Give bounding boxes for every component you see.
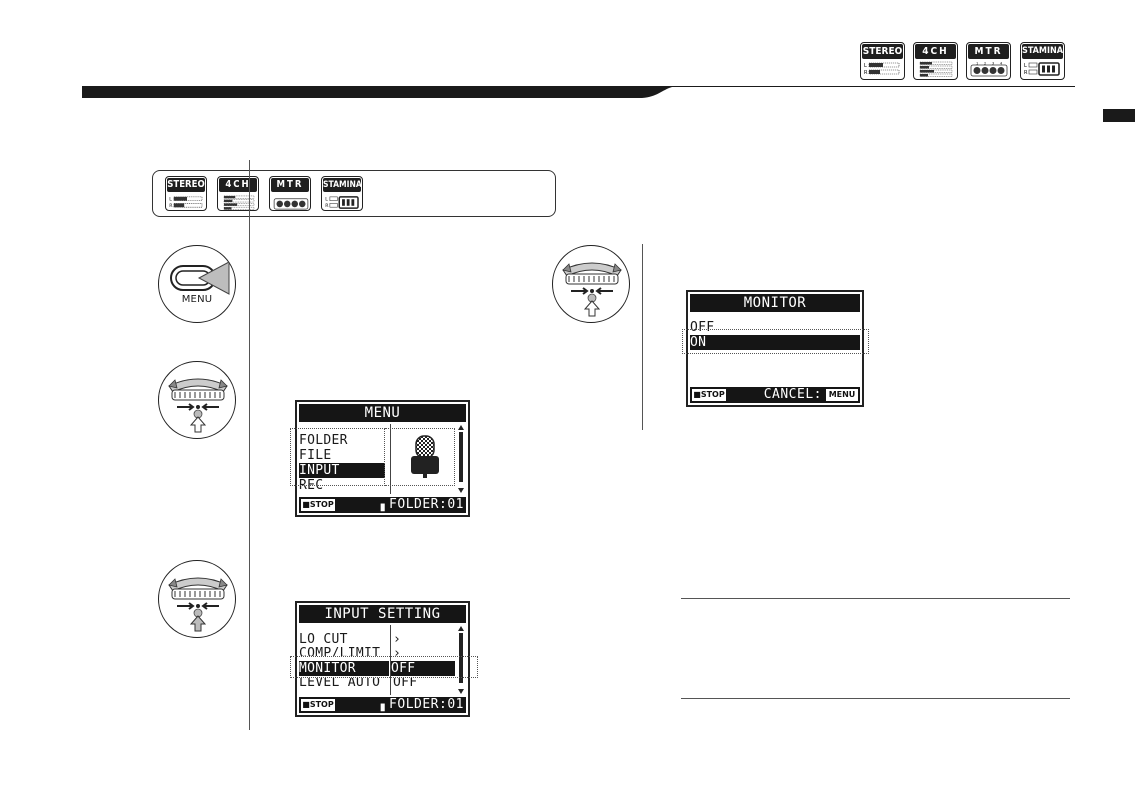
folder-indicator: ▖FOLDER:01 (380, 697, 464, 712)
badge-label: 4CH (915, 44, 956, 59)
svg-text:1: 1 (976, 62, 978, 66)
dial-turn-icon (168, 378, 228, 433)
chapter-tab (1103, 109, 1135, 122)
menu-item-input[interactable]: INPUT (299, 463, 385, 478)
input-item-lo-cut-value: › (393, 632, 402, 647)
badge-label: STAMINA (323, 178, 362, 192)
lcd-title: MONITOR (690, 294, 860, 312)
stop-indicator: ■STOP (301, 699, 335, 711)
selection-highlight (290, 656, 478, 678)
lcd-monitor-screen: MONITOR OFF ON ■STOP CANCEL: MENU (686, 290, 864, 407)
stamina-mode-badge: STAMINA L R (321, 176, 363, 211)
mtr-mode-badge: MTR (269, 176, 311, 211)
mtr-faders-icon: 1 2 3 4 (970, 62, 1008, 77)
selection-highlight (682, 329, 869, 354)
lcd-column-divider (390, 424, 391, 494)
input-item-monitor[interactable]: MONITOR (299, 661, 389, 676)
svg-text:L: L (169, 197, 172, 203)
lcd-scrollbar (457, 424, 465, 494)
svg-text:L: L (325, 197, 328, 203)
svg-text:2: 2 (984, 62, 986, 66)
4ch-meter-icon (223, 195, 255, 210)
monitor-option-on[interactable]: ON (690, 335, 860, 350)
monitor-option-off[interactable]: OFF (690, 320, 715, 331)
4ch-meter-icon (919, 61, 953, 77)
lcd-title: INPUT SETTING (299, 605, 466, 623)
badge-label: MTR (271, 178, 309, 192)
menu-button-icon (170, 261, 230, 295)
input-item-lo-cut[interactable]: LO CUT (299, 632, 348, 647)
lcd-column-divider (390, 625, 391, 695)
lcd-footer: ■STOP ▖FOLDER:01 (299, 697, 466, 713)
svg-text:R: R (864, 70, 868, 76)
4ch-mode-badge: 4CH (217, 176, 259, 211)
badge-label: STEREO (167, 178, 205, 192)
svg-text:L: L (864, 63, 867, 69)
section-divider (642, 244, 643, 430)
input-item-level-auto[interactable]: LEVEL AUTO (299, 678, 381, 690)
cancel-label: CANCEL: (763, 387, 822, 402)
stereo-mode-badge: STEREO L R (860, 42, 905, 80)
menu-key-label: MENU (181, 294, 213, 305)
svg-text:R: R (325, 203, 329, 209)
note-rule-top (681, 598, 1070, 599)
mtr-mode-badge: MTR 1 2 3 4 (966, 42, 1011, 80)
svg-text:4: 4 (1000, 62, 1003, 66)
lcd-input-setting-screen: INPUT SETTING LO CUT › COMP/LIMIT › MONI… (295, 601, 470, 717)
lcd-footer: ■STOP CANCEL: MENU (690, 387, 860, 403)
dial-press-icon (168, 577, 228, 632)
lcd-scrollbar (457, 625, 465, 695)
mtr-faders-icon (273, 198, 309, 210)
stereo-meter-icon: L R (864, 62, 900, 76)
menu-button-step-icon: MENU (158, 245, 236, 323)
stereo-mode-badge: STEREO L R (165, 176, 207, 211)
stamina-mode-badge: STAMINA L R (1020, 42, 1065, 80)
header-bar (82, 86, 1075, 98)
microphone-icon (411, 435, 439, 478)
lcd-footer: ■STOP ▖FOLDER:01 (299, 497, 466, 513)
stop-indicator: ■STOP (692, 389, 726, 401)
dial-press-icon (562, 262, 622, 317)
badge-label: STAMINA (1022, 44, 1063, 59)
badge-label: MTR (968, 44, 1009, 59)
input-item-comp-limit-value: › (393, 646, 402, 656)
dial-turn-step-icon (158, 361, 236, 439)
svg-text:R: R (169, 203, 173, 209)
step-column-divider (249, 160, 250, 730)
stamina-battery-icon: L R (325, 196, 359, 209)
dial-press-step-icon (158, 560, 236, 638)
4ch-mode-badge: 4CH (913, 42, 958, 80)
stop-indicator: ■STOP (301, 499, 335, 511)
svg-text:R: R (1024, 70, 1028, 76)
stereo-meter-icon: L R (169, 196, 203, 209)
menu-item-file[interactable]: FILE (299, 448, 332, 463)
svg-text:L: L (1024, 63, 1027, 69)
lcd-menu-screen: MENU FOLDER FILE INPUT REC ■STOP ▖FOLDER… (295, 400, 470, 517)
folder-indicator: ▖FOLDER:01 (380, 497, 464, 512)
dial-press-step-icon-right (552, 245, 630, 323)
lcd-title: MENU (299, 404, 466, 422)
menu-item-rec[interactable]: REC (299, 478, 324, 489)
svg-text:3: 3 (992, 62, 994, 66)
input-item-monitor-value: OFF (391, 661, 455, 676)
input-item-level-auto-value: OFF (393, 678, 418, 690)
input-item-comp-limit[interactable]: COMP/LIMIT (299, 646, 381, 656)
menu-item-folder[interactable]: FOLDER (299, 433, 348, 448)
selection-highlight-right (385, 428, 455, 486)
badge-label: 4CH (219, 178, 257, 192)
selection-highlight (290, 428, 385, 486)
menu-key-indicator: MENU (826, 389, 858, 401)
stamina-battery-icon: L R (1024, 62, 1060, 76)
badge-label: STEREO (862, 44, 903, 59)
note-rule-bottom (681, 698, 1070, 699)
